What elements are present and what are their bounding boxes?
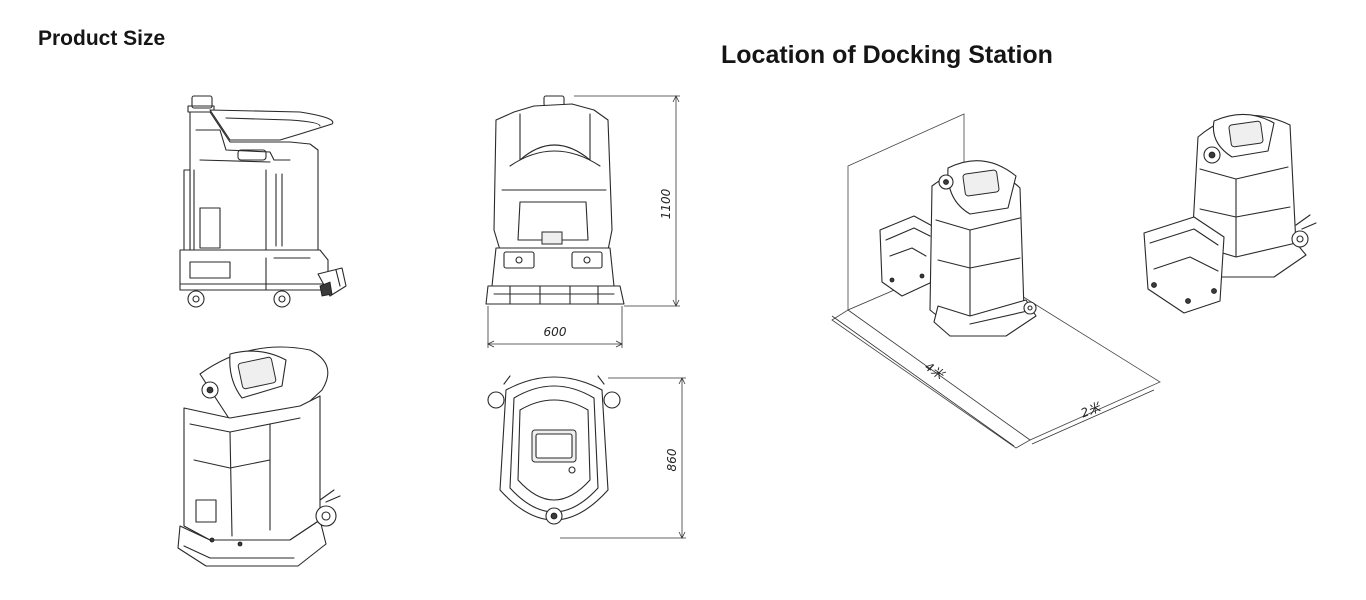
robot-side-view <box>170 90 350 315</box>
product-size-title: Product Size <box>38 27 166 50</box>
width-dimension-label: 600 <box>544 325 567 339</box>
robot-front-view: 1100 600 <box>480 90 700 350</box>
docking-station-title: Location of Docking Station <box>721 41 1053 69</box>
depth-dimension-label: 860 <box>665 448 679 471</box>
robot-isometric-view <box>170 340 360 575</box>
robot-top-view: 860 <box>480 370 700 550</box>
height-dimension-label: 1100 <box>659 188 673 219</box>
docking-station-scene: 4米 2米 <box>820 110 1170 460</box>
robot-docked-view <box>1140 105 1330 315</box>
